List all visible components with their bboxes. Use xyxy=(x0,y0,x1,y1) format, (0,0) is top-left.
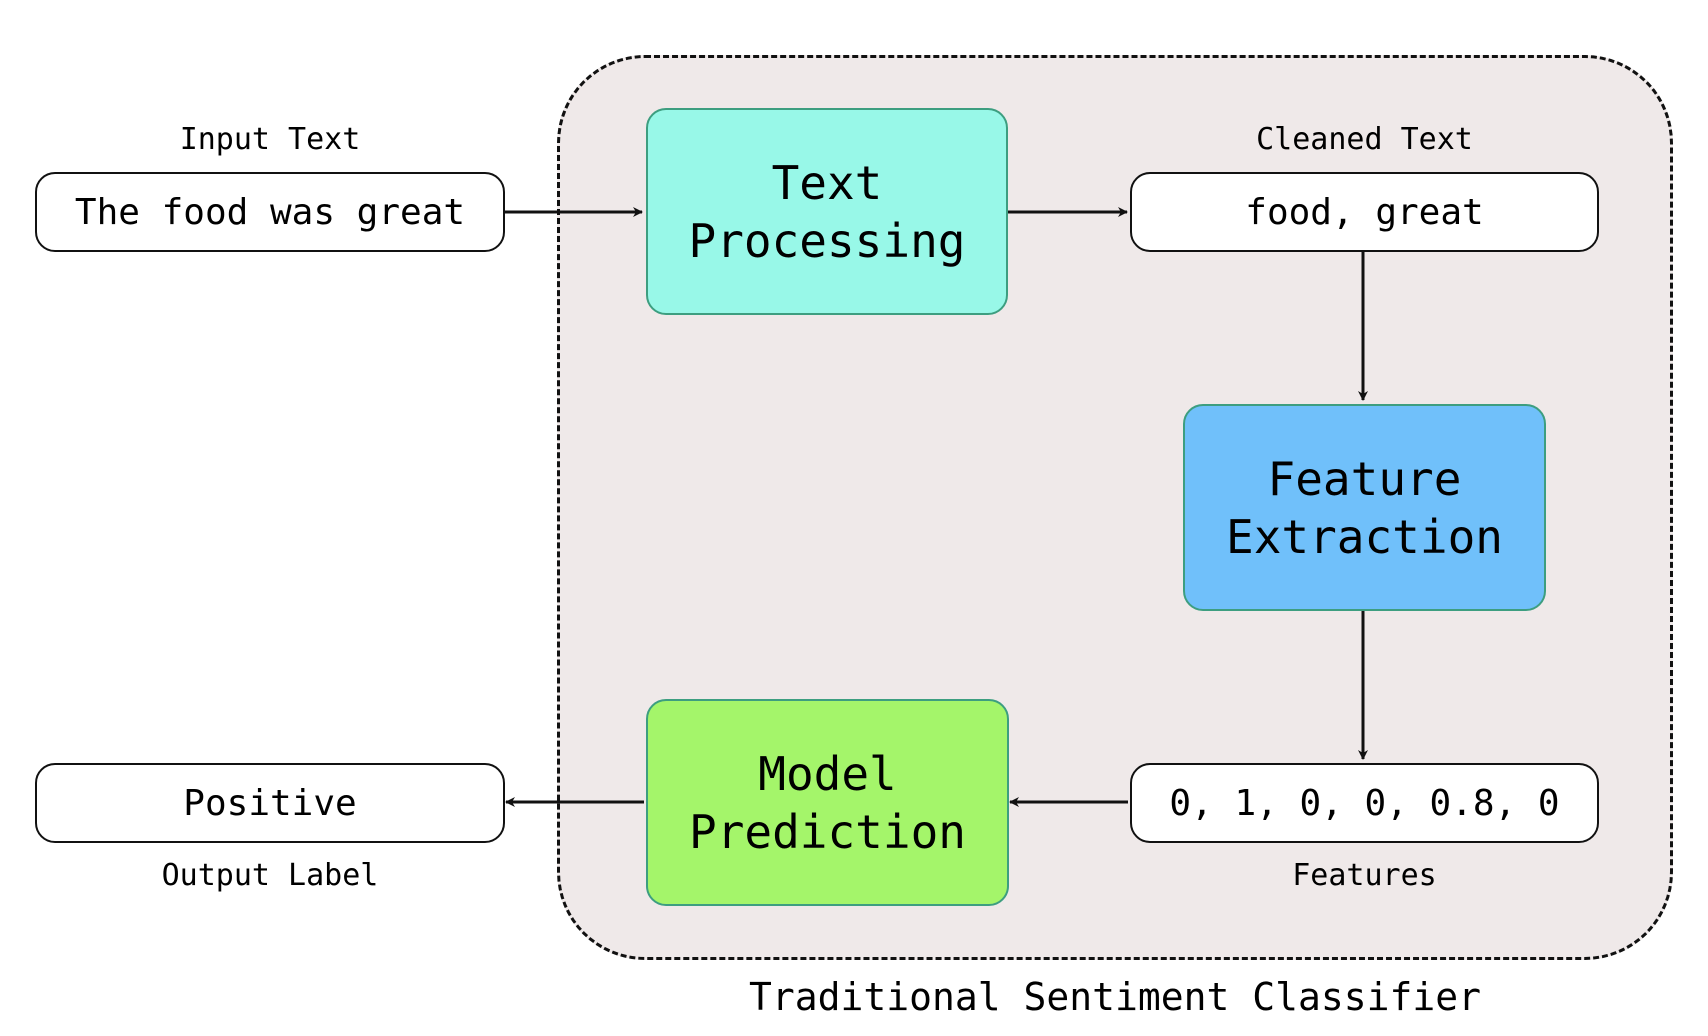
text-processing-label: Text Processing xyxy=(688,155,966,268)
feature-extraction-box: Feature Extraction xyxy=(1183,404,1546,611)
input-text-value: The food was great xyxy=(74,191,466,233)
features-caption: Features xyxy=(1292,858,1437,893)
features-box: 0, 1, 0, 0, 0.8, 0 xyxy=(1130,763,1599,843)
input-caption: Input Text xyxy=(179,122,361,157)
output-label-value: Positive xyxy=(183,782,357,824)
cleaned-caption: Cleaned Text xyxy=(1256,122,1473,157)
output-label-box: Positive xyxy=(35,763,505,843)
input-text-box: The food was great xyxy=(35,172,505,252)
model-prediction-box: Model Prediction xyxy=(646,699,1009,906)
text-processing-box: Text Processing xyxy=(646,108,1008,315)
features-value: 0, 1, 0, 0, 0.8, 0 xyxy=(1169,782,1560,824)
cleaned-text-value: food, great xyxy=(1245,191,1484,233)
model-prediction-label: Model Prediction xyxy=(689,746,966,859)
cleaned-text-box: food, great xyxy=(1130,172,1599,252)
output-caption: Output Label xyxy=(161,858,379,893)
group-caption: Traditional Sentiment Classifier xyxy=(748,975,1482,1019)
feature-extraction-label: Feature Extraction xyxy=(1226,451,1503,564)
